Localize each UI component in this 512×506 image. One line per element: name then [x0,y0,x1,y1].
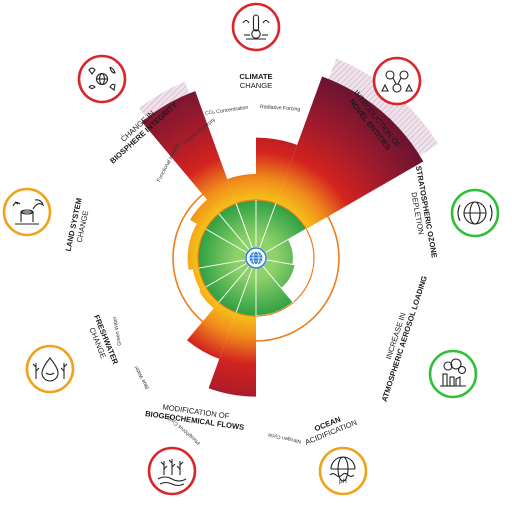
safe-wedge-co2 [236,200,256,248]
boundary-ring-outer [172,174,340,342]
safe-operating-space [198,200,307,316]
safe-wedge-phosphorus [218,266,253,313]
label-climate: CLIMATE CHANGE [239,72,272,90]
divider-line [259,203,277,248]
svg-text:CHANGE: CHANGE [240,81,273,90]
divider-line [235,268,253,313]
tree-stump-icon [12,199,45,225]
divider-line [266,259,314,269]
exceed-wedge-phosphorus [186,302,237,359]
badge-ocean[interactable]: pH [318,446,368,496]
safe-wedge-blue [205,263,249,303]
safe-wedge-radiative [256,200,276,248]
divider-line [205,263,247,288]
svg-text:ATMOSPHERIC AEROSOL LOADING: ATMOSPHERIC AEROSOL LOADING [380,275,429,403]
divider-line [205,228,247,253]
safe-wedge-land [198,229,247,269]
label-ozone: STRATOSPHERIC OZONE DEPLETION [409,165,439,259]
sublabel-blue-water: Blue Water [133,364,150,390]
badge-novel-entities[interactable] [372,56,422,106]
ozone-globe-icon [457,201,493,225]
thermometer-icon [242,14,270,40]
safe-wedge-nitrogen [236,268,256,316]
badge-land-system[interactable] [2,187,52,237]
badge-aerosol[interactable] [428,349,478,399]
safe-wedge-aerosol [263,259,295,289]
hatch-novel [328,58,439,156]
badge-climate[interactable] [231,2,281,52]
label-aerosol: INCREASE IN ATMOSPHERIC AEROSOL LOADING [380,275,429,403]
earth-icon [245,247,267,269]
uncertainty-hatch-group [139,58,439,156]
exceed-wedge-genetic [141,91,237,214]
segment-dividers [198,200,314,316]
svg-text:pH: pH [339,479,347,485]
label-ocean: OCEAN ACIDIFICATION [304,415,358,447]
divider-line [262,266,294,303]
exceed-wedge-nitrogen [208,312,256,397]
exceed-wedge-land [187,223,206,270]
sublabel-green-water: Green Water [112,316,123,346]
safe-wedge-functional [205,213,249,253]
exceed-wedge-functional [190,199,219,229]
divider-line [235,203,253,248]
divider-line [218,213,250,250]
badge-ozone[interactable] [450,188,500,238]
sublabel-co2: CO₂ Concentration [205,105,249,117]
molecules-icon [381,70,413,93]
water-drop-icon [32,357,68,382]
divider-line [218,266,250,303]
exceed-wedge-green [192,268,206,291]
badge-biogeochemical[interactable] [147,446,197,496]
divider-line [198,259,246,269]
sublabel-nitrogen: Nitrogen Cycle [267,431,302,444]
ph-globe-icon: pH [329,456,356,485]
exceed-wedge-co2 [227,174,256,204]
badge-biosphere[interactable] [77,54,127,104]
exceedance-wedges [141,76,424,397]
safe-wedge-ozone [265,239,293,265]
hatch-genetic [139,81,190,119]
svg-text:CLIMATE: CLIMATE [239,72,272,81]
safe-wedge-ocean [256,266,293,316]
badge-freshwater[interactable] [25,344,75,394]
boundary-badges: pH [2,2,500,496]
factory-smoke-icon [440,358,467,387]
label-land-system: LAND SYSTEM CHANGE [64,197,91,252]
exceed-wedge-blue [199,287,219,309]
exceed-wedge-radiative [256,137,298,204]
crops-icon [157,459,187,487]
safe-wedge-genetic [218,203,253,250]
divider-line [265,228,307,253]
safe-wedge-green [198,259,247,287]
exceed-wedge-novel [275,76,424,229]
label-biogeochemical: MODIFICATION OF BIOGEOCHEMICAL FLOWS [145,402,245,431]
wildlife-icon [88,66,116,91]
sublabel-radiative: Radiative Forcing [260,104,301,113]
